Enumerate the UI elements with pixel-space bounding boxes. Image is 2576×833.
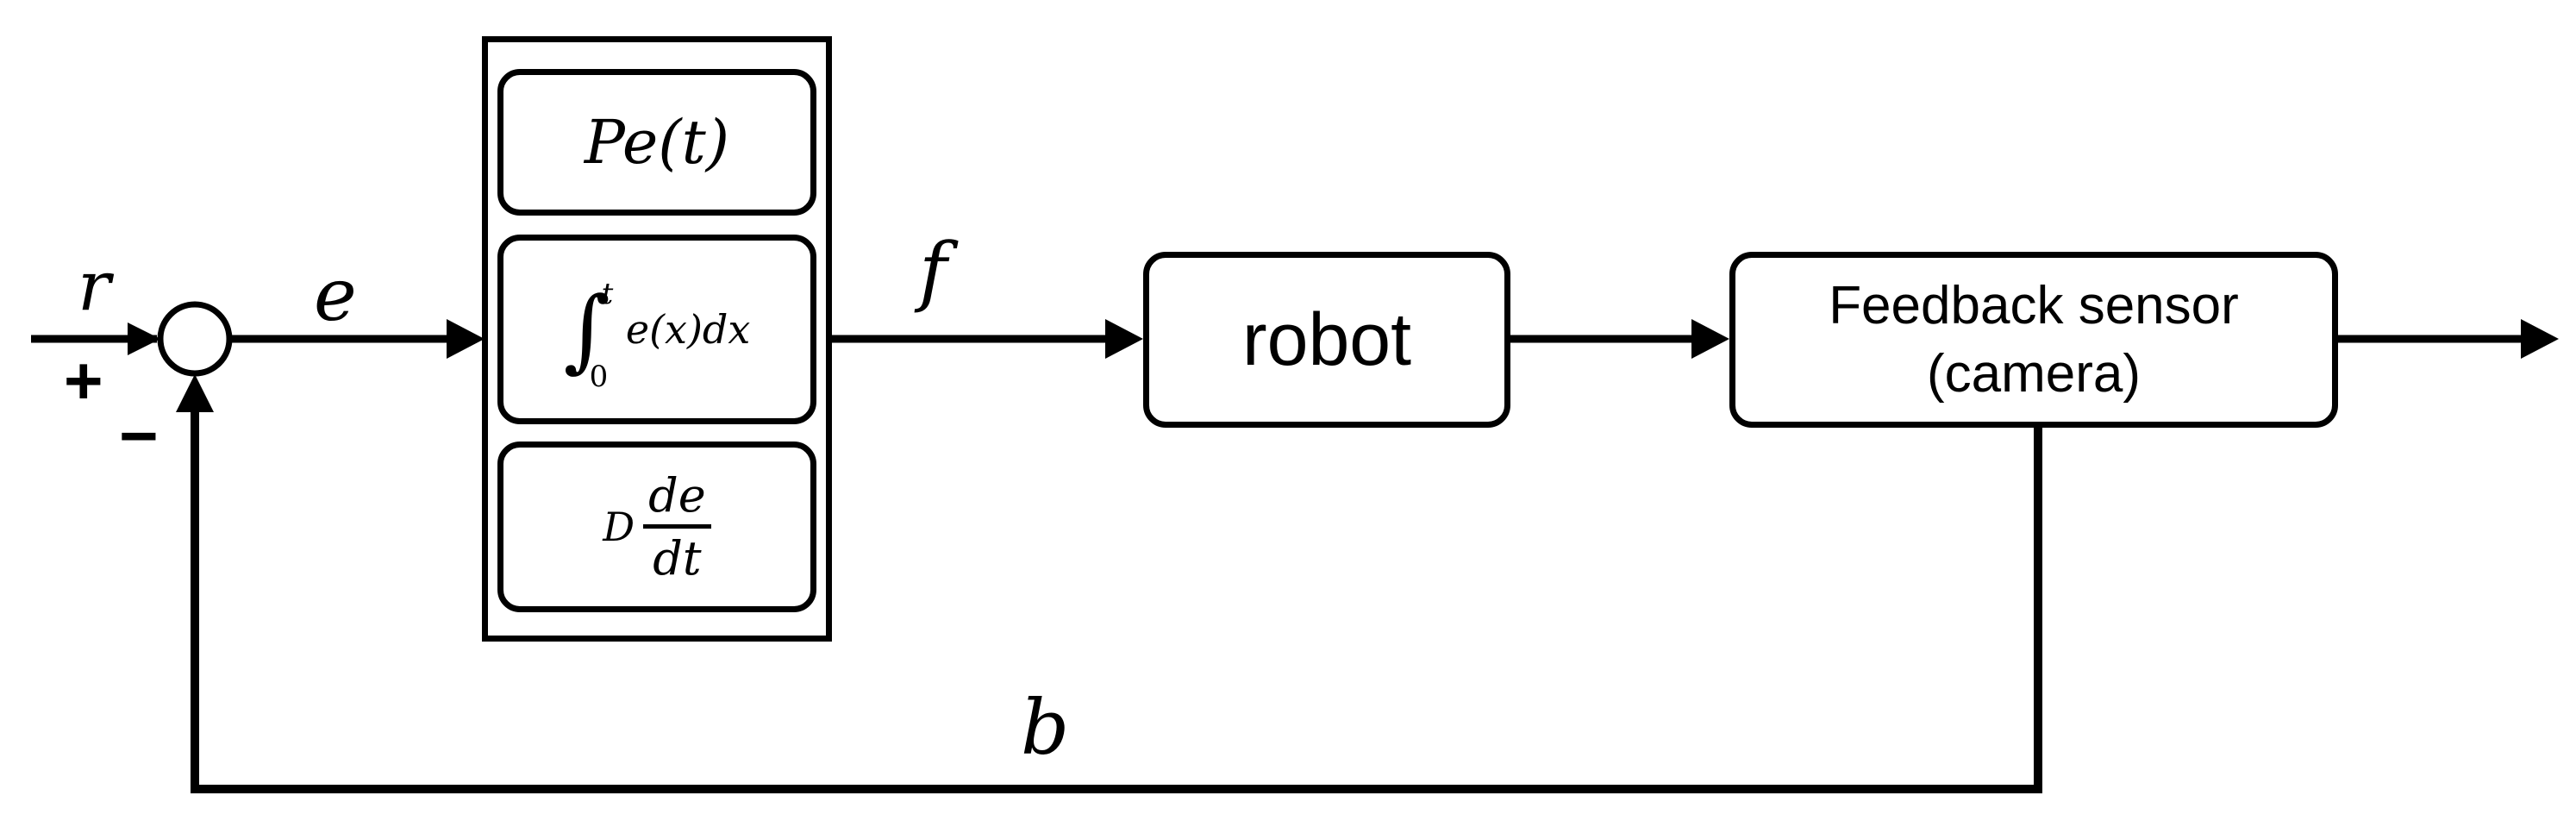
minus-sign: − — [119, 398, 159, 473]
derivative-block: D de dt — [497, 442, 816, 612]
derivative-fraction: de dt — [643, 472, 711, 586]
sensor-label-line2: (camera) — [1926, 344, 2141, 404]
derivative-numerator: de — [643, 472, 711, 529]
feedback-path — [191, 405, 2042, 793]
feedback-sensor-block: Feedback sensor (camera) — [1729, 252, 2338, 428]
plus-sign: + — [64, 342, 103, 418]
feedback-label: b — [1021, 683, 1070, 772]
arrowhead-e — [447, 319, 485, 359]
arrowhead-r — [128, 323, 160, 355]
robot-label: robot — [1241, 298, 1412, 381]
arrowhead-f — [1105, 319, 1143, 359]
arrowhead-sensor — [1691, 319, 1729, 359]
proportional-block: Pe(t) — [497, 69, 816, 216]
sensor-label-line1: Feedback sensor — [1829, 275, 2239, 335]
reference-label: r — [78, 246, 111, 326]
derivative-denominator: dt — [653, 530, 702, 586]
summing-junction — [157, 301, 233, 377]
derivative-gain: D — [603, 504, 635, 550]
control-label: f — [919, 226, 947, 315]
integral-term: e(x)dx — [625, 306, 751, 353]
robot-block: robot — [1143, 252, 1510, 428]
proportional-term: Pe(t) — [584, 107, 730, 178]
arrowhead-feedback — [176, 374, 214, 412]
arrowhead-output — [2521, 319, 2559, 359]
integral-upper-limit: t — [601, 277, 614, 311]
error-label: e — [314, 253, 357, 337]
integral-lower-limit: 0 — [589, 360, 609, 394]
